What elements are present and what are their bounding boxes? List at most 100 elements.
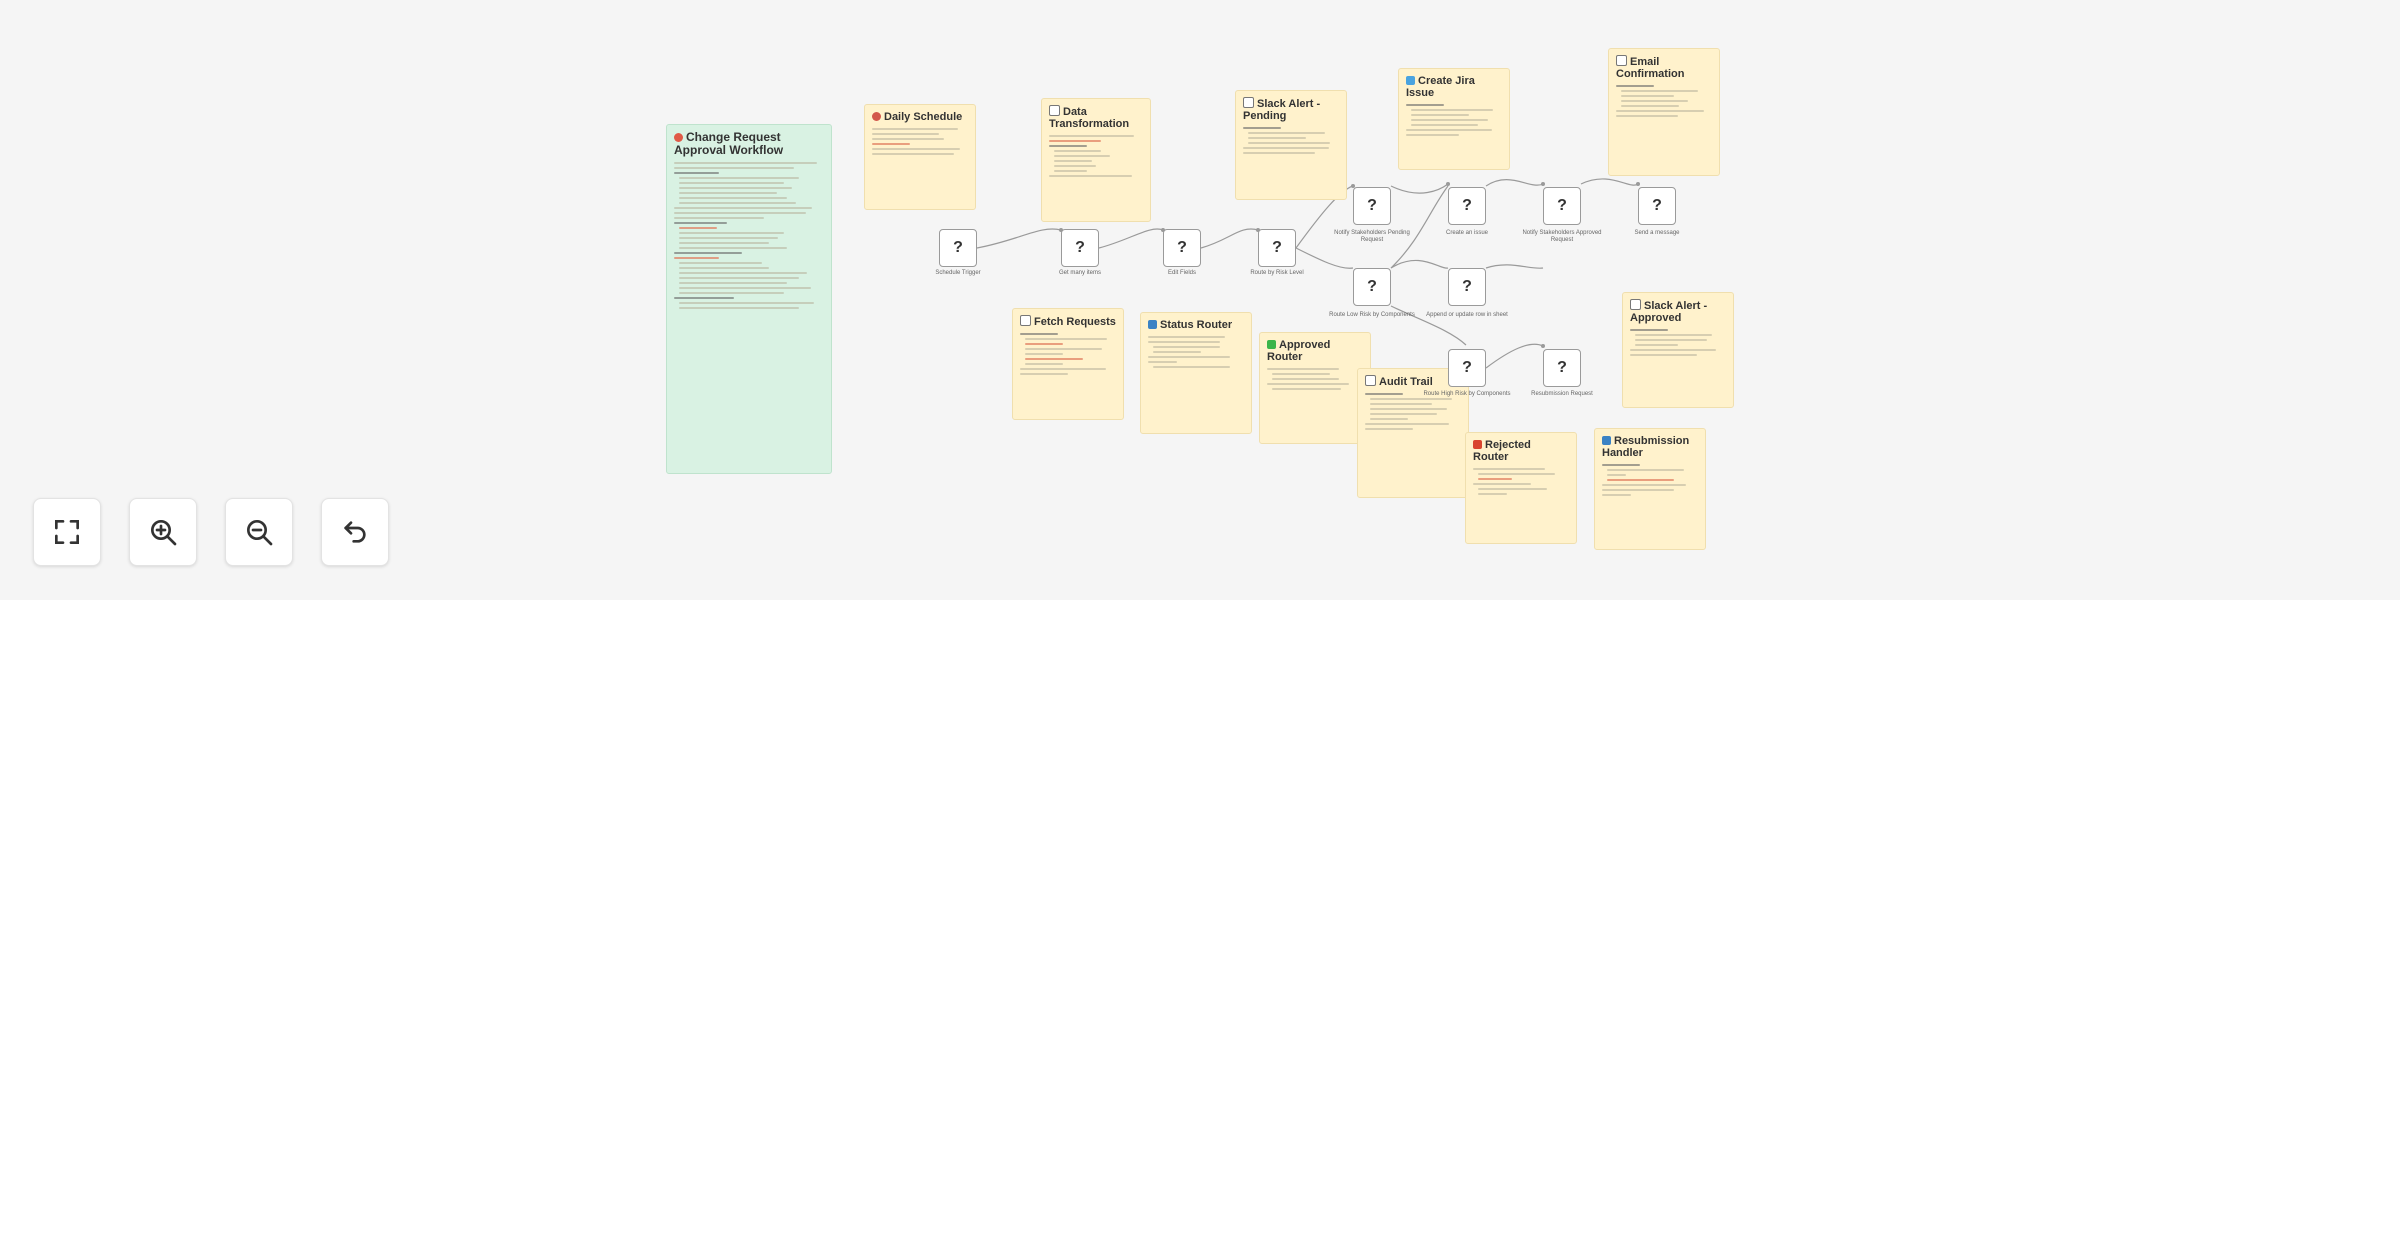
sticky-title-text: Status Router (1160, 319, 1233, 331)
fit-view-button[interactable] (33, 498, 101, 566)
edge (1390, 305, 1467, 346)
node-label: Send a message (1634, 230, 1680, 236)
sticky-title-text: Daily Schedule (884, 111, 963, 123)
zoom-out-button[interactable] (225, 498, 293, 566)
reset-zoom-button[interactable] (321, 498, 389, 566)
sticky-note-status-router[interactable]: Status Router (1140, 312, 1252, 434)
connections-layer (976, 178, 1640, 369)
alarm-clock-icon (872, 112, 881, 121)
workflow-node-route-high-risk[interactable]: ? (1448, 349, 1486, 387)
workflow-node-resubmission-request[interactable]: ? (1543, 349, 1581, 387)
sticky-title: Data Transformation (1049, 105, 1143, 130)
sticky-title-text: Email Confirmation (1616, 56, 1685, 80)
undo-icon (344, 521, 366, 543)
node-label: Edit Fields (1167, 270, 1196, 276)
sticky-note-create-jira[interactable]: Create Jira Issue (1398, 68, 1510, 170)
unknown-node-icon: ? (1177, 239, 1187, 256)
unknown-node-icon: ? (1075, 239, 1085, 256)
sticky-title-text: Rejected Router (1473, 439, 1531, 463)
sticky-title-text: Slack Alert - Approved (1630, 300, 1708, 324)
edge (1485, 264, 1544, 269)
sticky-title: Slack Alert - Pending (1243, 97, 1339, 122)
node-label: Notify Stakeholders Approved Request (1522, 230, 1602, 243)
workflow-node-route-low-risk[interactable]: ? (1353, 268, 1391, 306)
document-icon (1049, 105, 1060, 116)
cross-mark-icon (1473, 440, 1482, 449)
sticky-note-overview[interactable]: Change Request Approval Workflow (666, 124, 832, 474)
sticky-note-fetch-requests[interactable]: Fetch Requests (1012, 308, 1124, 420)
edge (1200, 228, 1259, 249)
sticky-title: Change Request Approval Workflow (674, 131, 824, 157)
sticky-note-slack-pending[interactable]: Slack Alert - Pending (1235, 90, 1347, 200)
sticky-note-approved-router[interactable]: Approved Router (1259, 332, 1371, 444)
edge (1485, 343, 1544, 369)
node-label: Notify Stakeholders Pending Request (1334, 230, 1410, 243)
workflow-node-get-many-items[interactable]: ? (1061, 229, 1099, 267)
sticky-note-audit-trail[interactable]: Audit Trail (1357, 368, 1469, 498)
workflow-canvas[interactable]: Change Request Approval Workflow (0, 0, 2400, 600)
refresh-square-icon (1602, 436, 1611, 445)
sticky-note-daily-schedule[interactable]: Daily Schedule (864, 104, 976, 210)
unknown-node-icon: ? (1557, 197, 1567, 214)
chat-bubble-icon (1243, 97, 1254, 108)
sticky-title-text: Data Transformation (1049, 106, 1130, 130)
sticky-title: Approved Router (1267, 339, 1363, 363)
status-square-icon (1148, 320, 1157, 329)
edge-port (1446, 182, 1450, 186)
edge (1295, 185, 1354, 249)
sticky-title-text: Create Jira Issue (1406, 75, 1475, 99)
sticky-title: Daily Schedule (872, 111, 968, 123)
workflow-node-notify-pending[interactable]: ? (1353, 187, 1391, 225)
node-label: Route High Risk by Components (1423, 391, 1511, 397)
node-label: Route Low Risk by Components (1329, 312, 1415, 318)
edge-port (1636, 182, 1640, 186)
check-box-icon (1267, 340, 1276, 349)
unknown-node-icon: ? (1272, 239, 1282, 256)
sticky-title: Create Jira Issue (1406, 75, 1502, 99)
sticky-note-resubmission-handler[interactable]: Resubmission Handler (1594, 428, 1706, 550)
workflow-node-route-risk[interactable]: ? (1258, 229, 1296, 267)
edge (1390, 183, 1449, 194)
zoom-in-icon (151, 520, 177, 546)
workflow-node-schedule-trigger[interactable]: ? (939, 229, 977, 267)
zoom-out-icon (247, 520, 273, 546)
edge (1098, 228, 1164, 249)
zoom-in-button[interactable] (129, 498, 197, 566)
workflow-node-create-issue[interactable]: ? (1448, 187, 1486, 225)
unknown-node-icon: ? (1367, 197, 1377, 214)
clipboard-icon (1020, 315, 1031, 326)
workflow-node-notify-approved[interactable]: ? (1543, 187, 1581, 225)
node-label: Schedule Trigger (935, 270, 981, 276)
edge (1390, 185, 1449, 269)
sticky-note-slack-approved[interactable]: Slack Alert - Approved (1622, 292, 1734, 408)
sticky-title-text: Approved Router (1267, 339, 1331, 363)
fullscreen-icon (55, 520, 79, 544)
sticky-title: Fetch Requests (1020, 315, 1116, 328)
node-label: Append or update row in sheet (1426, 312, 1508, 318)
edge-port (1541, 344, 1545, 348)
sticky-title: Resubmission Handler (1602, 435, 1698, 459)
sticky-title-text: Audit Trail (1379, 376, 1433, 388)
unknown-node-icon: ? (1462, 359, 1472, 376)
workflow-node-send-message[interactable]: ? (1638, 187, 1676, 225)
sticky-title: Slack Alert - Approved (1630, 299, 1726, 324)
node-label: Create an issue (1445, 230, 1489, 236)
sticky-title: Status Router (1148, 319, 1244, 331)
unknown-node-icon: ? (1557, 359, 1567, 376)
sticky-title-text: Change Request Approval Workflow (674, 130, 784, 157)
edge (1580, 178, 1639, 186)
sticky-note-email-confirmation[interactable]: Email Confirmation (1608, 48, 1720, 176)
workflow-node-append-row[interactable]: ? (1448, 268, 1486, 306)
sticky-title: Rejected Router (1473, 439, 1569, 463)
sticky-note-data-transformation[interactable]: Data Transformation (1041, 98, 1151, 222)
sticky-title: Audit Trail (1365, 375, 1461, 388)
no-entry-icon (674, 133, 683, 142)
workflow-node-edit-fields[interactable]: ? (1163, 229, 1201, 267)
sticky-title-text: Slack Alert - Pending (1243, 98, 1321, 122)
chat-bubble-icon (1630, 299, 1641, 310)
unknown-node-icon: ? (1462, 197, 1472, 214)
sticky-note-rejected-router[interactable]: Rejected Router (1465, 432, 1577, 544)
sticky-title-text: Resubmission Handler (1602, 435, 1690, 459)
unknown-node-icon: ? (1462, 278, 1472, 295)
unknown-node-icon: ? (953, 239, 963, 256)
